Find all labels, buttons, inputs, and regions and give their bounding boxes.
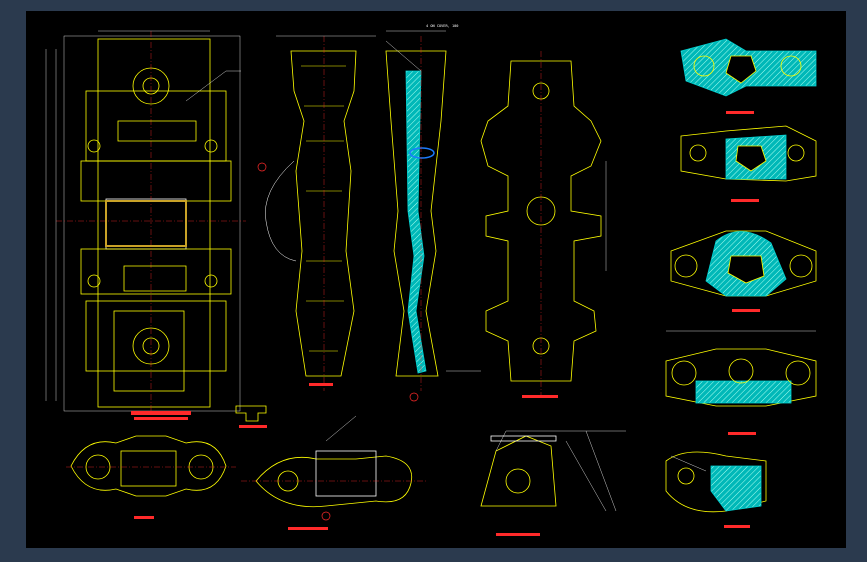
rear-view xyxy=(480,51,607,396)
section-c-label xyxy=(732,309,760,312)
top-view xyxy=(66,435,236,497)
section-d-label xyxy=(728,432,756,435)
leader-lines xyxy=(185,40,707,472)
side-view-label xyxy=(309,383,333,386)
section-b-label xyxy=(731,199,759,202)
section-f-callout xyxy=(321,511,331,521)
section-marker xyxy=(257,162,267,172)
section-e xyxy=(665,451,767,513)
section-a-label xyxy=(726,111,754,114)
lug-profile-label xyxy=(496,533,540,536)
section-f xyxy=(241,450,426,508)
section-c xyxy=(670,230,817,297)
section-e-label xyxy=(724,525,750,528)
section-d xyxy=(665,330,817,407)
lug-profile xyxy=(480,430,626,512)
detail-marker xyxy=(105,200,187,247)
detail-profile xyxy=(235,405,267,422)
front-view xyxy=(45,30,246,412)
section-callout xyxy=(409,392,419,402)
side-view xyxy=(265,35,376,391)
top-view-label xyxy=(134,516,154,519)
front-view-sublabel xyxy=(134,417,188,420)
section-f-label xyxy=(288,527,328,530)
detail-profile-label xyxy=(239,425,267,428)
sheet-note: 4 ON COVER, 100 xyxy=(426,24,458,28)
cad-drawing: 4 ON COVER, 100 xyxy=(45,24,817,536)
section-a xyxy=(680,38,817,97)
drawing-sheet: 4 ON COVER, 100 xyxy=(26,11,846,548)
section-view xyxy=(385,30,447,391)
section-b xyxy=(680,125,817,182)
front-view-label xyxy=(131,411,191,415)
rear-view-label xyxy=(522,395,558,398)
